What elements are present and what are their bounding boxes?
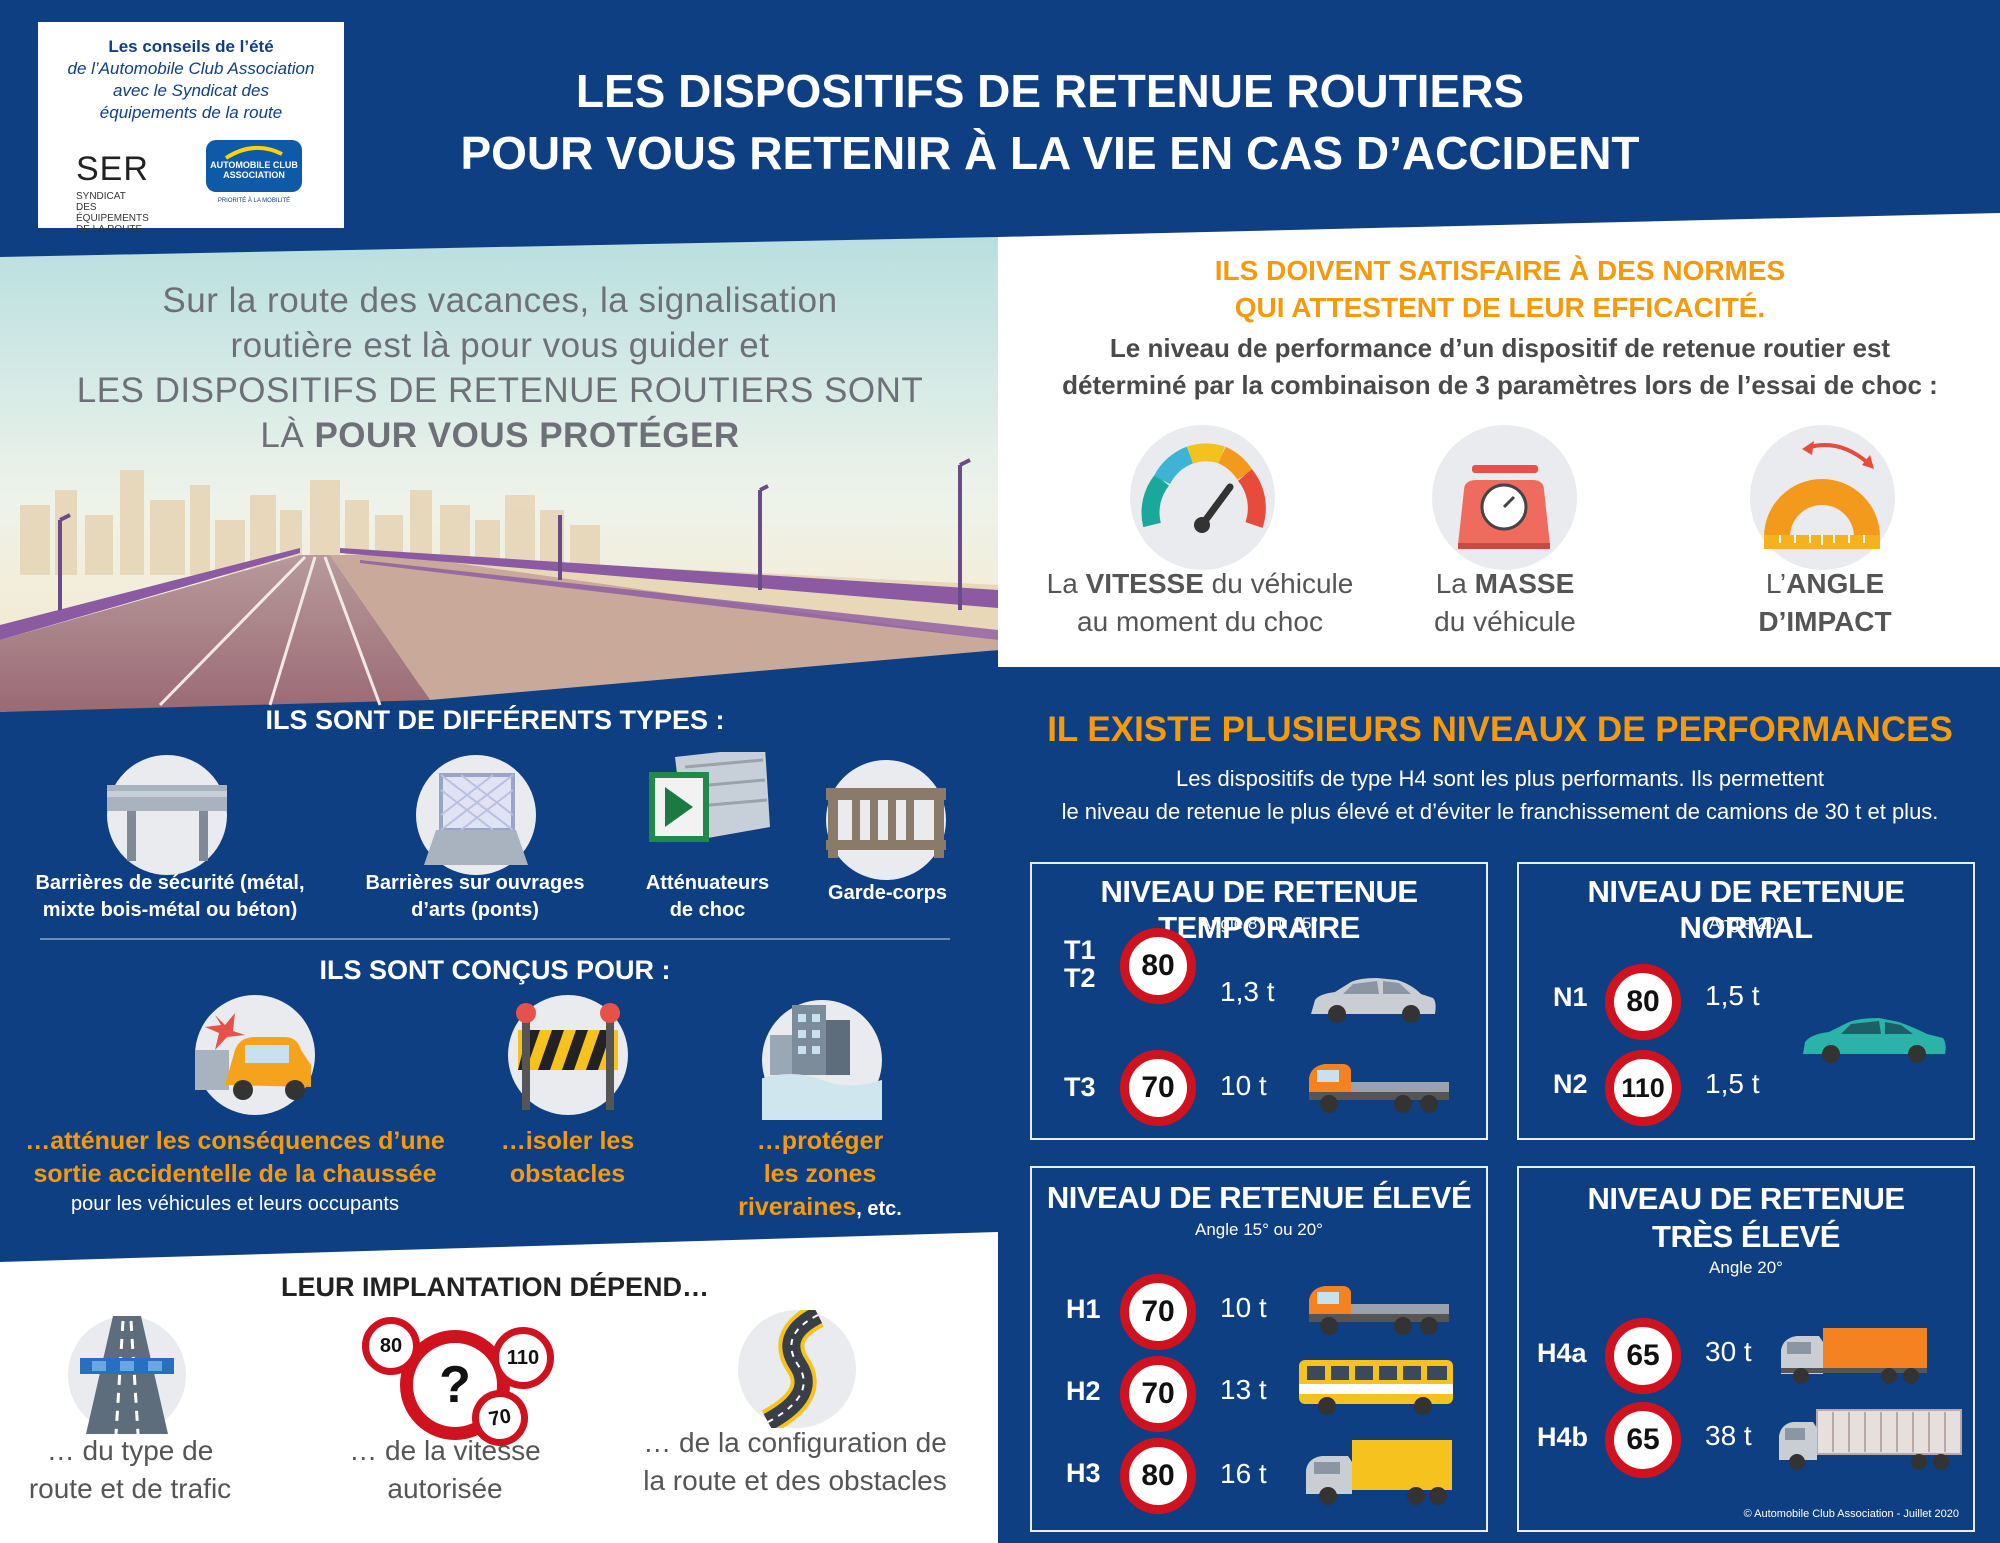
speed-sign: 70 bbox=[1120, 1274, 1196, 1350]
truck-icon bbox=[1307, 1278, 1452, 1343]
logo-text-line1: Les conseils de l’été bbox=[108, 37, 274, 56]
guardrail-icon bbox=[105, 755, 229, 875]
type-railing-label: Garde-corps bbox=[828, 882, 947, 904]
speed-sign: 70 bbox=[1120, 1050, 1196, 1126]
norms-title: ILS DOIVENT SATISFAIRE À DES NORMES QUI … bbox=[1214, 255, 1786, 323]
type-guardrail-label: Barrières de sécurité (métal,mixte bois-… bbox=[35, 872, 305, 921]
mass-value: 1,5 t bbox=[1705, 1068, 1760, 1099]
speed-sign: 65 bbox=[1605, 1318, 1681, 1394]
speed-sign: 80 bbox=[1605, 964, 1681, 1040]
mass-value: 1,5 t bbox=[1705, 980, 1760, 1011]
speed-sign-110: 110 bbox=[492, 1327, 554, 1389]
placement-title: LEUR IMPLANTATION DÉPEND… bbox=[281, 1272, 709, 1302]
scale-icon bbox=[1432, 425, 1577, 570]
semi-truck-icon bbox=[1779, 1326, 1929, 1389]
box-normal: NIVEAU DE RETENUE NORMAL Angle 20° N1 80… bbox=[1517, 862, 1975, 1140]
logo-text-line4: équipements de la route bbox=[99, 103, 283, 122]
highway-icon bbox=[68, 1316, 186, 1435]
speed-sign-80: 80 bbox=[362, 1317, 420, 1375]
param-speed-label: La VITESSE du véhicule au moment du choc bbox=[1046, 568, 1354, 637]
levels-title: IL EXISTE PLUSIEURS NIVEAUX DE PERFORMAN… bbox=[1047, 710, 1953, 749]
designed-reduce-label: …atténuer les conséquences d’une sortie … bbox=[25, 1127, 445, 1215]
level-h4a: H4a bbox=[1537, 1338, 1587, 1368]
car-crash-icon bbox=[189, 995, 315, 1115]
mass-value: 10 t bbox=[1220, 1070, 1267, 1101]
truck-icon bbox=[1307, 1056, 1452, 1121]
logo-text-line2: de l’Automobile Club Association bbox=[67, 59, 315, 78]
mass-value: 13 t bbox=[1220, 1374, 1267, 1405]
level-h4b: H4b bbox=[1537, 1422, 1589, 1452]
speedometer-icon bbox=[1130, 425, 1275, 570]
buildings-icon bbox=[757, 1000, 887, 1120]
speed-sign: 80 bbox=[1120, 928, 1196, 1004]
speed-signs-icon: ? 80 110 70 bbox=[360, 1305, 560, 1455]
box-normal-title: NIVEAU DE RETENUE NORMAL bbox=[1587, 874, 1905, 945]
bridge-barrier-icon bbox=[416, 755, 536, 875]
norms-description: Le niveau de performance d’un dispositif… bbox=[1062, 333, 1938, 400]
param-angle-label: L’ANGLE D’IMPACT bbox=[1758, 568, 1892, 637]
roadblock-icon bbox=[508, 995, 628, 1115]
box-very-high-angle: Angle 20° bbox=[1709, 1258, 1783, 1277]
bus-icon bbox=[1297, 1356, 1457, 1423]
speed-sign: 65 bbox=[1605, 1402, 1681, 1478]
sports-car-icon bbox=[1799, 1014, 1949, 1069]
box-high: NIVEAU DE RETENUE ÉLEVÉ Angle 15° ou 20°… bbox=[1030, 1166, 1488, 1532]
box-high-angle: Angle 15° ou 20° bbox=[1195, 1220, 1323, 1239]
level-h2: H2 bbox=[1066, 1376, 1101, 1406]
winding-road-icon bbox=[738, 1303, 856, 1434]
level-t3: T3 bbox=[1064, 1072, 1096, 1102]
box-high-title: NIVEAU DE RETENUE ÉLEVÉ bbox=[1046, 1180, 1472, 1215]
mass-value: 16 t bbox=[1220, 1458, 1267, 1489]
designed-protect-label: …protéger les zones riveraines, etc. bbox=[738, 1127, 902, 1221]
levels-description: Les dispositifs de type H4 sont les plus… bbox=[1061, 766, 1939, 824]
car-icon bbox=[1307, 974, 1437, 1029]
aca-tagline: PRIORITÉ À LA MOBILITÉ bbox=[217, 198, 291, 204]
box-normal-angle: Angle 20° bbox=[1709, 914, 1783, 933]
railing-icon bbox=[818, 760, 954, 880]
hero-text: Sur la route des vacances, la signalisat… bbox=[76, 281, 924, 455]
box-temporary-title: NIVEAU DE RETENUE TEMPORAIRE bbox=[1100, 874, 1418, 945]
crash-attenuator-icon bbox=[645, 747, 770, 852]
level-h1: H1 bbox=[1066, 1294, 1101, 1324]
copyright: © Automobile Club Association - Juillet … bbox=[1743, 1508, 1959, 1520]
mass-value: 38 t bbox=[1705, 1420, 1752, 1451]
box-temporary-angle: Angle 8° ou 15° bbox=[1199, 914, 1319, 933]
designed-title: ILS SONT CONÇUS POUR : bbox=[319, 955, 671, 985]
logo-text-line3: avec le Syndicat des bbox=[113, 81, 269, 100]
param-mass-label: La MASSE du véhicule bbox=[1434, 568, 1576, 637]
level-h3: H3 bbox=[1066, 1458, 1101, 1488]
speed-sign: 70 bbox=[1120, 1356, 1196, 1432]
trailer-truck-icon bbox=[1777, 1408, 1963, 1475]
speed-sign: 80 bbox=[1120, 1438, 1196, 1514]
protractor-icon bbox=[1750, 425, 1895, 570]
level-n1: N1 bbox=[1553, 982, 1588, 1012]
level-n2: N2 bbox=[1553, 1069, 1588, 1099]
ser-logo: SER SYNDICAT DES ÉQUIPEMENTS DE LA ROUTE bbox=[76, 150, 149, 235]
aca-logo: AUTOMOBILE CLUB ASSOCIATION bbox=[206, 140, 302, 192]
mass-value: 1,3 t bbox=[1220, 976, 1275, 1007]
mass-value: 10 t bbox=[1220, 1292, 1267, 1323]
page-title: LES DISPOSITIFS DE RETENUE ROUTIERS POUR… bbox=[460, 65, 1640, 179]
speed-sign: 110 bbox=[1605, 1050, 1681, 1126]
sponsor-logo-card: Les conseils de l’été de l’Automobile Cl… bbox=[38, 22, 344, 235]
box-temporary: NIVEAU DE RETENUE TEMPORAIRE Angle 8° ou… bbox=[1030, 862, 1488, 1140]
box-truck-icon bbox=[1304, 1438, 1454, 1511]
mass-value: 30 t bbox=[1705, 1336, 1752, 1367]
types-title: ILS SONT DE DIFFÉRENTS TYPES : bbox=[265, 705, 725, 735]
